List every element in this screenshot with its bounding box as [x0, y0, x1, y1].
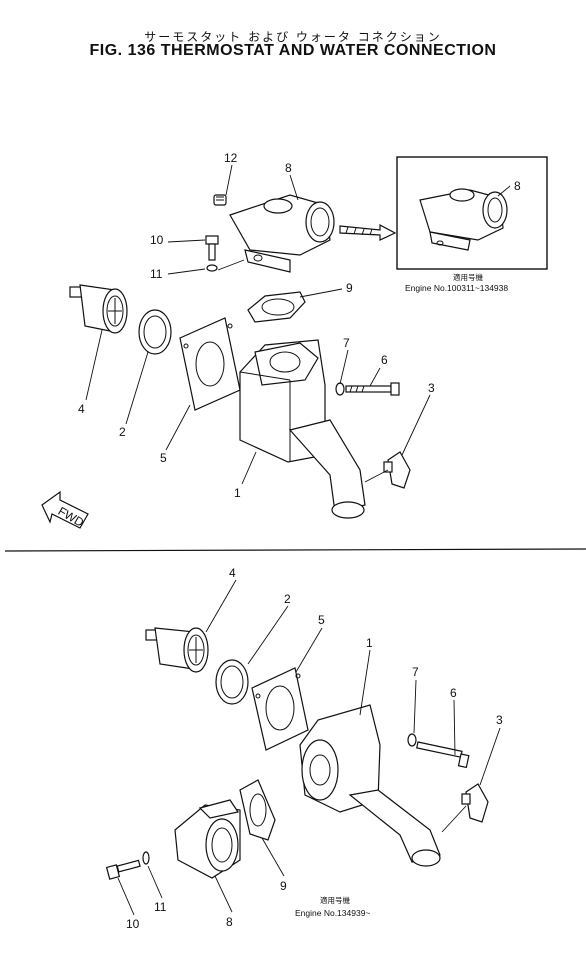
label-part-5: 5 — [160, 451, 167, 465]
label-part-10: 10 — [150, 233, 164, 247]
label-part-2-lower: 2 — [284, 592, 291, 606]
label-part-10-lower: 10 — [126, 917, 140, 931]
thermostat-part-4-lower[interactable] — [145, 627, 209, 673]
bolt-part-6[interactable] — [345, 382, 400, 396]
lower-engine-range: Engine No.134939~ — [295, 908, 370, 918]
fwd-label: FWD — [56, 504, 87, 530]
plug-part-12[interactable] — [213, 194, 227, 206]
thermostat-part-4[interactable] — [69, 284, 128, 334]
water-connection-part-8-lower[interactable] — [174, 799, 241, 879]
label-part-6-lower: 6 — [450, 686, 457, 700]
bolt-part-10[interactable] — [205, 235, 219, 261]
gasket-part-5[interactable] — [179, 317, 241, 411]
washer-part-11[interactable] — [206, 264, 218, 272]
seal-ring-part-2[interactable] — [138, 309, 172, 355]
figure-title: FIG. 136 THERMOSTAT AND WATER CONNECTION — [89, 42, 497, 59]
label-part-7: 7 — [343, 336, 350, 350]
label-part-7-lower: 7 — [412, 665, 419, 679]
gasket-part-9[interactable] — [247, 291, 306, 323]
label-part-3-lower: 3 — [496, 713, 503, 727]
label-part-11: 11 — [150, 267, 163, 281]
housing-part-1[interactable] — [239, 339, 366, 519]
gasket-part-5-lower[interactable] — [251, 667, 309, 751]
fwd-arrow-icon — [41, 490, 89, 529]
bolt-part-10-lower[interactable] — [105, 859, 141, 880]
label-part-1: 1 — [234, 486, 241, 500]
washer-part-7-lower[interactable] — [407, 733, 417, 747]
label-part-5-lower: 5 — [318, 613, 325, 627]
elbow-part-3-lower[interactable] — [461, 783, 489, 823]
figure-title-japanese: サーモスタット および ウォータ コネクション — [144, 30, 442, 44]
housing-part-1-lower[interactable] — [299, 704, 441, 867]
seal-ring-part-2-lower[interactable] — [215, 659, 249, 705]
bolt-part-6-lower[interactable] — [416, 741, 470, 769]
label-part-9: 9 — [346, 281, 353, 295]
label-part-4: 4 — [78, 402, 85, 416]
lower-applicability-jp: 適用号機 — [320, 895, 350, 905]
washer-part-11-lower[interactable] — [142, 851, 150, 865]
label-part-8: 8 — [285, 161, 292, 175]
label-part-12: 12 — [224, 151, 238, 165]
label-part-2: 2 — [119, 425, 126, 439]
washer-part-7[interactable] — [335, 382, 345, 396]
label-part-9-lower: 9 — [280, 879, 287, 893]
label-part-3: 3 — [428, 381, 435, 395]
label-part-6: 6 — [381, 353, 388, 367]
label-part-8-lower: 8 — [226, 915, 233, 929]
elbow-part-3[interactable] — [383, 451, 411, 489]
inset-box — [396, 156, 548, 270]
inset-applicability-jp: 適用号機 — [453, 272, 483, 282]
section-divider — [4, 548, 586, 552]
gasket-part-9-lower[interactable] — [239, 779, 276, 841]
label-part-11-lower: 11 — [154, 900, 167, 914]
inset-arrow — [339, 224, 397, 241]
water-connection-part-8[interactable] — [229, 194, 335, 273]
label-inset-part-8: 8 — [514, 179, 521, 193]
label-part-1-lower: 1 — [366, 636, 373, 650]
label-part-4-lower: 4 — [229, 566, 236, 580]
inset-engine-range: Engine No.100311~134938 — [405, 283, 508, 293]
